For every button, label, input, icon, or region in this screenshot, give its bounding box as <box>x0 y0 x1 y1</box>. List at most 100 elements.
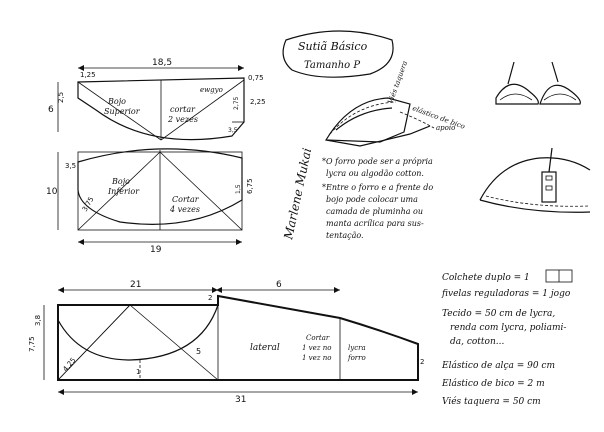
arrow-head <box>78 239 84 245</box>
band-left-diag: 4,25 <box>61 356 77 373</box>
back-hook-closure <box>541 171 557 203</box>
upper-cup-right-corner: 3,5 <box>228 127 238 134</box>
materials-list: Colchete duplo = 1 fivelas reguladoras =… <box>441 269 573 407</box>
back-band-stitch <box>485 195 589 207</box>
band-cup-curve <box>57 304 219 361</box>
lower-cup-width: 19 <box>150 245 162 255</box>
title-block: Sutiã Básico Tamanho P <box>282 30 394 78</box>
band-left-b: 7,75 <box>28 336 36 352</box>
cup-inner-line <box>335 107 393 131</box>
back-body-curve <box>479 157 591 201</box>
notes-block: *O forro pode ser a própria lycra ou alg… <box>322 157 433 240</box>
cup-stitch-line <box>329 101 397 135</box>
title-scribble-outline <box>282 30 394 78</box>
band-top-left: 21 <box>130 280 141 290</box>
lower-cup-right-height: 6,75 <box>246 178 254 194</box>
lower-cup-cut-1: Cortar <box>172 195 200 204</box>
bra-strap-right <box>551 61 559 83</box>
upper-cup-name-1: Bojo <box>107 97 126 106</box>
note-line: *Entre o forro e a frente do <box>322 183 433 192</box>
band-cut-lycra: lycra <box>348 344 366 352</box>
arrow-head <box>236 239 242 245</box>
lower-cup-left-top: 3,5 <box>65 162 76 170</box>
band-cut-forro: forro <box>347 354 366 362</box>
cup-side-illustration: Viés taquera elástico de bico apoio <box>324 60 466 147</box>
lower-cup-cut-2: 4 vezes <box>169 205 200 214</box>
upper-cup-diagonal-left <box>77 81 162 141</box>
band-left-a: 3,8 <box>34 315 42 326</box>
arrow-head <box>412 389 418 395</box>
material-line: Elástico de bico = 2 m <box>441 378 545 389</box>
material-line: renda com lycra, poliami- <box>450 323 566 333</box>
material-line: Colchete duplo = 1 <box>442 273 530 283</box>
arrow-head <box>212 287 218 293</box>
note-line: *O forro pode ser a própria <box>322 157 433 166</box>
band-cut-1: Cortar <box>306 334 330 342</box>
page-title: Sutiã Básico <box>298 40 368 53</box>
upper-cup-left-top: 1,25 <box>80 71 96 79</box>
bra-left-cup <box>495 83 539 105</box>
band-right-end: 2 <box>420 358 424 366</box>
material-line: da, cotton... <box>450 337 504 347</box>
band-cut-3: 1 vez no <box>302 354 331 362</box>
lower-cup-outline <box>77 148 243 225</box>
lower-cup-diagonal-right <box>159 151 243 231</box>
upper-cup-right-top: 0,75 <box>248 74 264 82</box>
cup-side-shape <box>324 97 411 143</box>
back-band-bottom <box>479 199 591 213</box>
band-top-right: 6 <box>276 280 282 290</box>
band-diag-3 <box>57 304 131 381</box>
band-lateral-label: lateral <box>250 343 280 353</box>
upper-cup-right-small: 2,75 <box>233 96 240 110</box>
band-mid-five: 5 <box>196 347 201 356</box>
upper-cup-left-side: 2,5 <box>57 92 65 103</box>
hook <box>545 185 553 191</box>
note-line: camada de pluminha ou <box>326 207 423 216</box>
bra-right-detail <box>543 93 577 101</box>
band-cut-2: 1 vez no <box>302 344 331 352</box>
upper-cup-pattern: 18,5 1,25 2,5 6 ewgyo 0,75 2,25 2,75 3,5… <box>48 58 266 141</box>
material-line: Elástico de alça = 90 cm <box>441 360 555 371</box>
arrow-head <box>334 287 340 293</box>
back-strap <box>548 147 553 173</box>
upper-cup-right-side: 2,25 <box>250 98 266 106</box>
note-line: bojo pode colocar uma <box>326 195 418 204</box>
lower-cup-right-edge: 1,5 <box>235 184 242 194</box>
upper-cup-cut-2: 2 vezes <box>167 115 198 124</box>
lower-cup-name-2: Inferior <box>107 187 140 196</box>
signature: Marlene Mukai <box>281 147 314 242</box>
page-subtitle: Tamanho P <box>304 60 360 71</box>
cup-elastic-line <box>399 111 435 129</box>
bra-illustration <box>495 61 581 105</box>
upper-cup-cut-1: cortar <box>170 105 196 114</box>
annotation-vies: Viés taquera <box>386 60 409 105</box>
band-pattern: 21 6 31 3,8 7,75 4,25 1 5 2 2 lateral Co… <box>28 280 424 405</box>
material-line: Tecido = 50 cm de lycra, <box>442 309 555 319</box>
lower-cup-diagonal-left <box>77 151 161 231</box>
upper-cup-width: 18,5 <box>152 58 172 68</box>
cup-band-edge <box>325 125 431 147</box>
band-outline <box>57 294 419 381</box>
band-total: 31 <box>235 395 246 405</box>
bra-strap-left <box>507 61 515 85</box>
bra-back-illustration <box>479 147 591 213</box>
note-line: manta acrílica para sus- <box>326 219 424 228</box>
arrow-head <box>58 287 64 293</box>
arrow-head <box>58 389 64 395</box>
band-mid-small: 1 <box>136 368 140 376</box>
hook <box>545 175 553 181</box>
annotation-apoio: apoio <box>436 124 455 132</box>
bra-left-detail <box>499 93 533 101</box>
lower-cup-pattern: 3,5 10 3,75 19 6,75 1,5 Bojo Inferior Co… <box>46 148 254 255</box>
upper-cup-edge-label: ewgyo <box>200 86 223 94</box>
arrow-head <box>238 65 244 71</box>
upper-cup-diagonal-right <box>160 79 245 141</box>
lower-cup-left-height: 10 <box>46 187 58 197</box>
upper-cup-left-height: 6 <box>48 105 54 115</box>
material-line: fivelas reguladoras = 1 jogo <box>441 289 571 299</box>
upper-cup-outline <box>77 77 245 141</box>
note-line: lycra ou algodão cotton. <box>326 169 424 178</box>
arrow-head <box>78 65 84 71</box>
upper-cup-name-2: Superior <box>104 107 141 116</box>
